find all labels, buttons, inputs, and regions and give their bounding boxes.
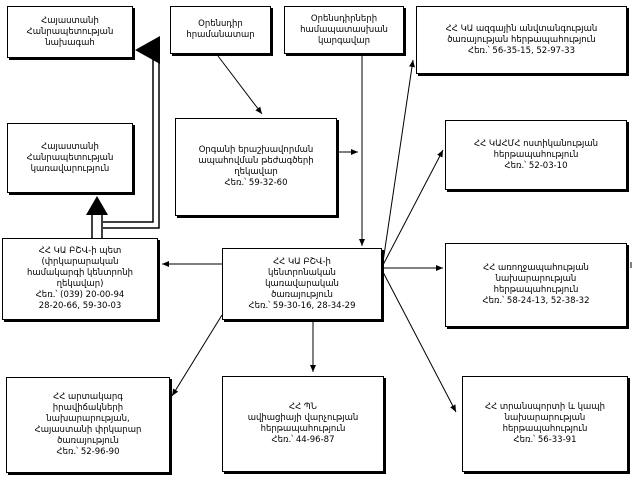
arrowhead-to-n1 [135, 36, 160, 64]
node-aviation-duty: ՀՀ ՊՆ ավիացիայի վարչության հերթապահությո… [222, 376, 384, 472]
node-president-text: Հայաստանի Հանրապետության նախագահ [26, 15, 114, 48]
node-emergency-ministry-text: ՀՀ արտակարգ իրավիճակների նախարարության, … [34, 392, 142, 457]
node-president: Հայաստանի Հանրապետության նախագահ [7, 6, 133, 58]
node-legislative-commander: Օրենսդիր հրամանատար [170, 6, 271, 54]
node-transport-duty-text: ՀՀ տրանսպորտի և կապի նախարարության հերթա… [485, 402, 605, 445]
node-rescue-head-text: ՀՀ ԿԱ ԲՇՎ-ի պետ (փրկարարական համակարգի կ… [26, 246, 134, 311]
node-health-duty: ՀՀ առողջապահության նախարարության հերթապա… [445, 243, 627, 327]
node-legislative-coordinator-text: Օրենսդիրների համապատասխան կարգավար [300, 13, 388, 46]
node-hotline-head-text: Օրգանի երաշխավորման ապահովման թեժագծերի … [198, 145, 314, 188]
node-police-duty-text: ՀՀ ԿԱՀՄՀ ոստիկանության հերթապահություն Հ… [473, 138, 599, 171]
arrow-n2-n6 [217, 55, 263, 115]
arrow-n9-n13 [382, 271, 457, 413]
node-central-service-text: ՀՀ ԿԱ ԲՇՎ-ի կենտրոնական կառավարական ծառա… [248, 256, 356, 311]
node-emergency-ministry: ՀՀ արտակարգ իրավիճակների նախարարության, … [6, 377, 170, 473]
node-government: Հայաստանի Հանրապետության կառավարություն [7, 123, 133, 193]
node-national-security-duty-text: ՀՀ ԿԱ ազգային անվտանգության ծառայության … [445, 23, 598, 56]
arrow-n9-n7 [382, 149, 444, 266]
node-government-text: Հայաստանի Հանրապետության կառավարություն [26, 141, 114, 174]
arrowhead-to-n5 [86, 196, 108, 215]
arrow-n9-n11 [171, 314, 223, 397]
node-hotline-head: Օրգանի երաշխավորման ապահովման թեժագծերի … [175, 118, 337, 216]
arrow-n9-n4 [382, 59, 415, 263]
node-police-duty: ՀՀ ԿԱՀՄՀ ոստիկանության հերթապահություն Հ… [445, 120, 627, 190]
double-connector-n8-n1-inner [103, 55, 154, 223]
node-central-service: ՀՀ ԿԱ ԲՇՎ-ի կենտրոնական կառավարական ծառա… [222, 248, 382, 320]
node-health-duty-text: ՀՀ առողջապահության նախարարության հերթապա… [482, 263, 590, 306]
node-transport-duty: ՀՀ տրանսպորտի և կապի նախարարության հերթա… [462, 376, 628, 472]
node-legislative-commander-text: Օրենսդիր հրամանատար [186, 19, 255, 40]
node-rescue-head: ՀՀ ԿԱ ԲՇՎ-ի պետ (փրկարարական համակարգի կ… [2, 238, 158, 320]
node-aviation-duty-text: ՀՀ ՊՆ ավիացիայի վարչության հերթապահությո… [247, 402, 359, 445]
node-legislative-coordinator: Օրենսդիրների համապատասխան կարգավար [284, 6, 404, 54]
double-connector-n8-n1-outer [103, 55, 160, 229]
node-national-security-duty: ՀՀ ԿԱ ազգային անվտանգության ծառայության … [416, 6, 627, 74]
